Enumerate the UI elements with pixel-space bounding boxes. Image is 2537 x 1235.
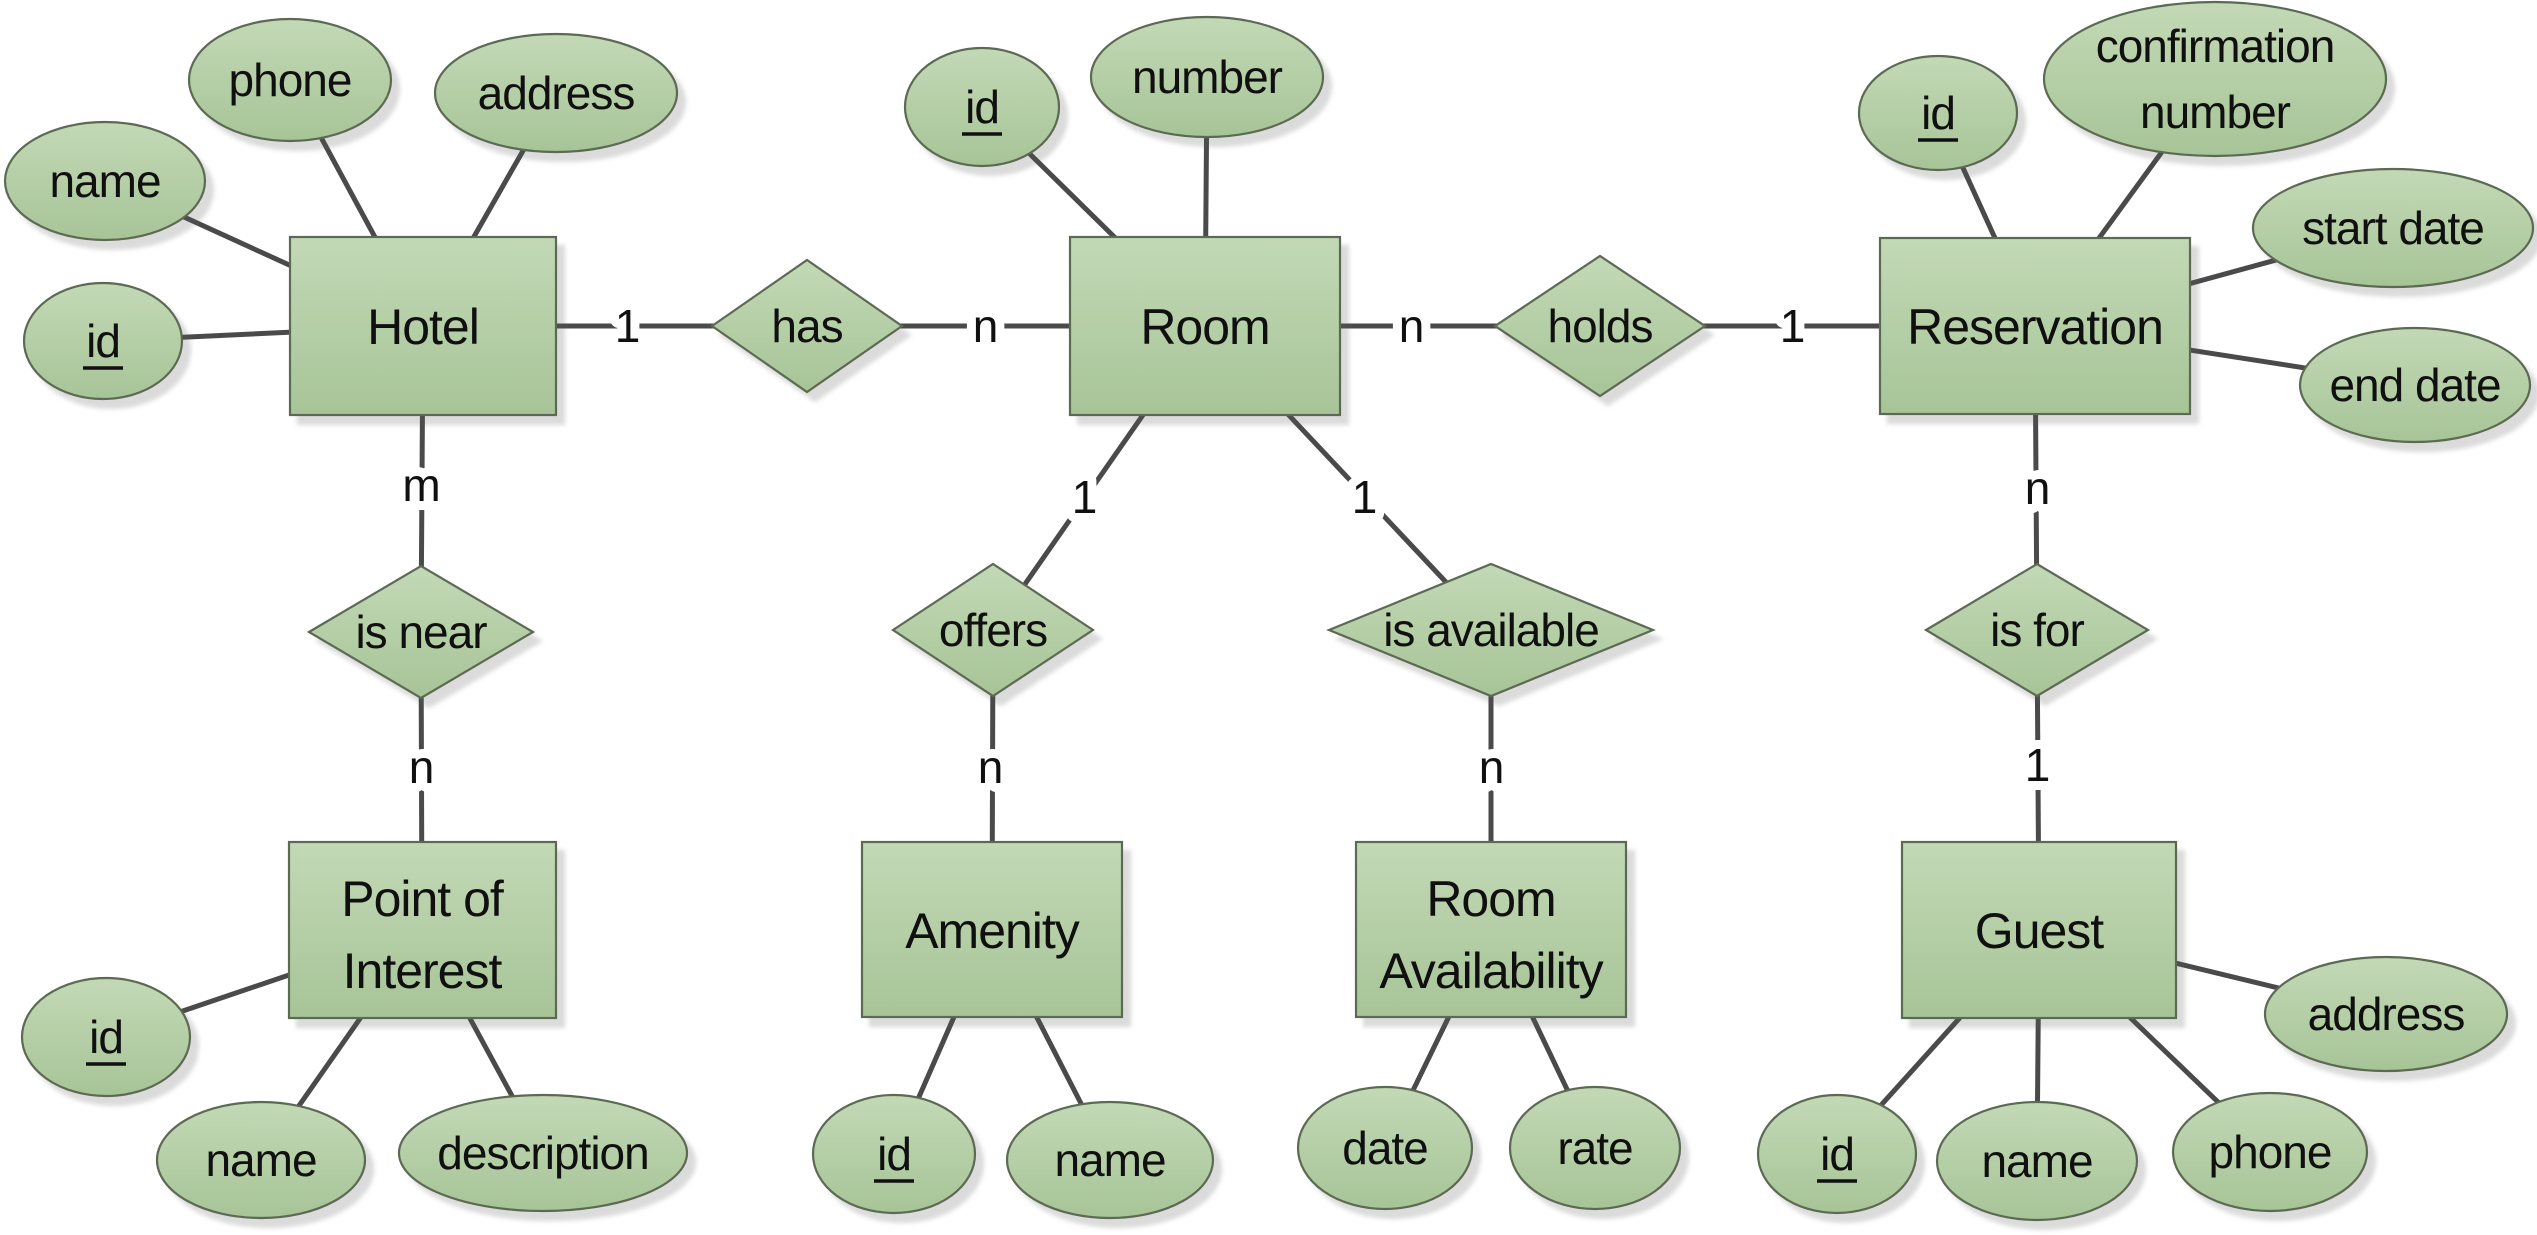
attribute-hotel-name — [3, 120, 207, 242]
attribute-hotel-id-label: id — [86, 315, 120, 367]
attribute-amenity-name-label: name — [1054, 1134, 1165, 1186]
entity-point-of-interest-label-line2: Interest — [343, 943, 503, 999]
relationship-is-near-label: is near — [355, 606, 487, 658]
attribute-hotel-phone-label: phone — [229, 54, 352, 106]
attribute-hotel-name-label: name — [49, 155, 160, 207]
relationship-has-label: has — [771, 300, 842, 352]
attribute-room-availability-date — [1296, 1085, 1474, 1211]
entity-room-label: Room — [1140, 299, 1269, 355]
attribute-reservation-start-date-label: start date — [2302, 202, 2484, 254]
attribute-room-number — [1089, 15, 1325, 139]
attribute-shapes — [3, 0, 2535, 1222]
relationship-is-for — [1923, 562, 2151, 698]
relationship-is-available — [1326, 562, 1656, 698]
cardinality-hotel-is-near: m — [402, 459, 439, 511]
attribute-room-id-label: id — [965, 81, 999, 133]
entity-shapes — [287, 235, 2192, 1020]
attribute-hotel-id — [22, 281, 184, 401]
attribute-hotel-phone — [187, 17, 393, 143]
attribute-poi-name — [155, 1100, 367, 1220]
entity-amenity-label: Amenity — [905, 903, 1080, 959]
cardinality-is-for-guest: 1 — [2025, 739, 2050, 791]
relationship-holds — [1493, 254, 1707, 398]
relationship-labels: has holds is near offers is available is… — [355, 300, 2085, 658]
attribute-guest-phone — [2171, 1091, 2369, 1213]
attribute-reservation-confirmation-number — [2042, 0, 2388, 158]
attribute-guest-address — [2263, 955, 2509, 1073]
attribute-guest-id-label: id — [1820, 1128, 1854, 1180]
attribute-reservation-end-date-label: end date — [2329, 359, 2500, 411]
cardinality-reservation-is-for: n — [2025, 462, 2050, 514]
entity-room-availability — [1354, 840, 1628, 1019]
attribute-amenity-name — [1005, 1100, 1215, 1220]
cardinality-room-holds: n — [1399, 300, 1424, 352]
cardinality-has-room: n — [973, 300, 998, 352]
attribute-reservation-id — [1857, 54, 2019, 172]
cardinality-room-is-available: 1 — [1352, 471, 1377, 523]
entity-reservation — [1878, 236, 2192, 416]
relationship-is-for-label: is for — [1990, 604, 2084, 656]
cardinality-hotel-has: 1 — [615, 300, 640, 352]
attribute-reservation-id-label: id — [1921, 87, 1955, 139]
relationship-offers — [891, 562, 1095, 698]
entity-reservation-label: Reservation — [1907, 299, 2163, 355]
entity-labels: Hotel Room Reservation Point of Interest… — [341, 299, 2164, 999]
attribute-room-availability-rate-label: rate — [1557, 1122, 1632, 1174]
attribute-guest-name — [1935, 1100, 2139, 1222]
entity-hotel-label: Hotel — [367, 299, 479, 355]
attribute-labels: name phone address id id number id confi… — [49, 20, 2501, 1187]
cardinality-room-offers: 1 — [1072, 471, 1097, 523]
relationship-is-available-label: is available — [1383, 604, 1599, 656]
attribute-room-number-label: number — [1132, 51, 1283, 103]
entity-room — [1068, 235, 1342, 417]
attribute-guest-name-label: name — [1981, 1135, 2092, 1187]
attribute-room-availability-date-label: date — [1342, 1122, 1428, 1174]
attribute-poi-name-label: name — [205, 1134, 316, 1186]
cardinality-is-available-room-availability: n — [1479, 741, 1504, 793]
attribute-poi-id — [20, 976, 192, 1098]
entity-guest — [1900, 840, 2178, 1020]
relationship-offers-label: offers — [939, 604, 1047, 656]
entity-room-availability-label-line1: Room — [1426, 871, 1555, 927]
entity-point-of-interest-label-line1: Point of — [341, 871, 504, 927]
attribute-poi-description-label: description — [437, 1127, 648, 1179]
attribute-reservation-confirmation-number-label-line2: number — [2140, 86, 2291, 138]
cardinality-is-near-poi: n — [409, 741, 434, 793]
entity-room-availability-label-line2: Availability — [1379, 943, 1603, 999]
cardinality-holds-reservation: 1 — [1780, 300, 1805, 352]
entity-amenity — [860, 840, 1124, 1019]
entity-point-of-interest — [287, 840, 558, 1020]
attribute-hotel-address — [433, 32, 679, 154]
relationship-holds-label: holds — [1548, 300, 1653, 352]
attribute-amenity-id — [811, 1093, 977, 1215]
attribute-room-id — [903, 46, 1061, 168]
relationship-shapes — [306, 254, 2151, 700]
attribute-reservation-end-date — [2298, 326, 2532, 444]
entity-hotel — [288, 235, 558, 417]
relationship-has — [710, 258, 904, 394]
attribute-poi-description — [397, 1093, 689, 1213]
relationship-is-near — [306, 564, 536, 700]
entity-guest-label: Guest — [1975, 903, 2105, 959]
attribute-guest-address-label: address — [2308, 988, 2465, 1040]
attribute-reservation-confirmation-number-label-line1: confirmation — [2096, 20, 2335, 72]
cardinality-offers-amenity: n — [978, 741, 1003, 793]
attribute-guest-phone-label: phone — [2209, 1126, 2332, 1178]
attribute-reservation-start-date — [2251, 167, 2535, 289]
attribute-amenity-id-label: id — [877, 1128, 911, 1180]
attribute-poi-id-label: id — [89, 1011, 123, 1063]
attribute-room-availability-rate — [1508, 1085, 1682, 1211]
attribute-hotel-address-label: address — [478, 67, 635, 119]
attribute-guest-id — [1756, 1093, 1918, 1215]
